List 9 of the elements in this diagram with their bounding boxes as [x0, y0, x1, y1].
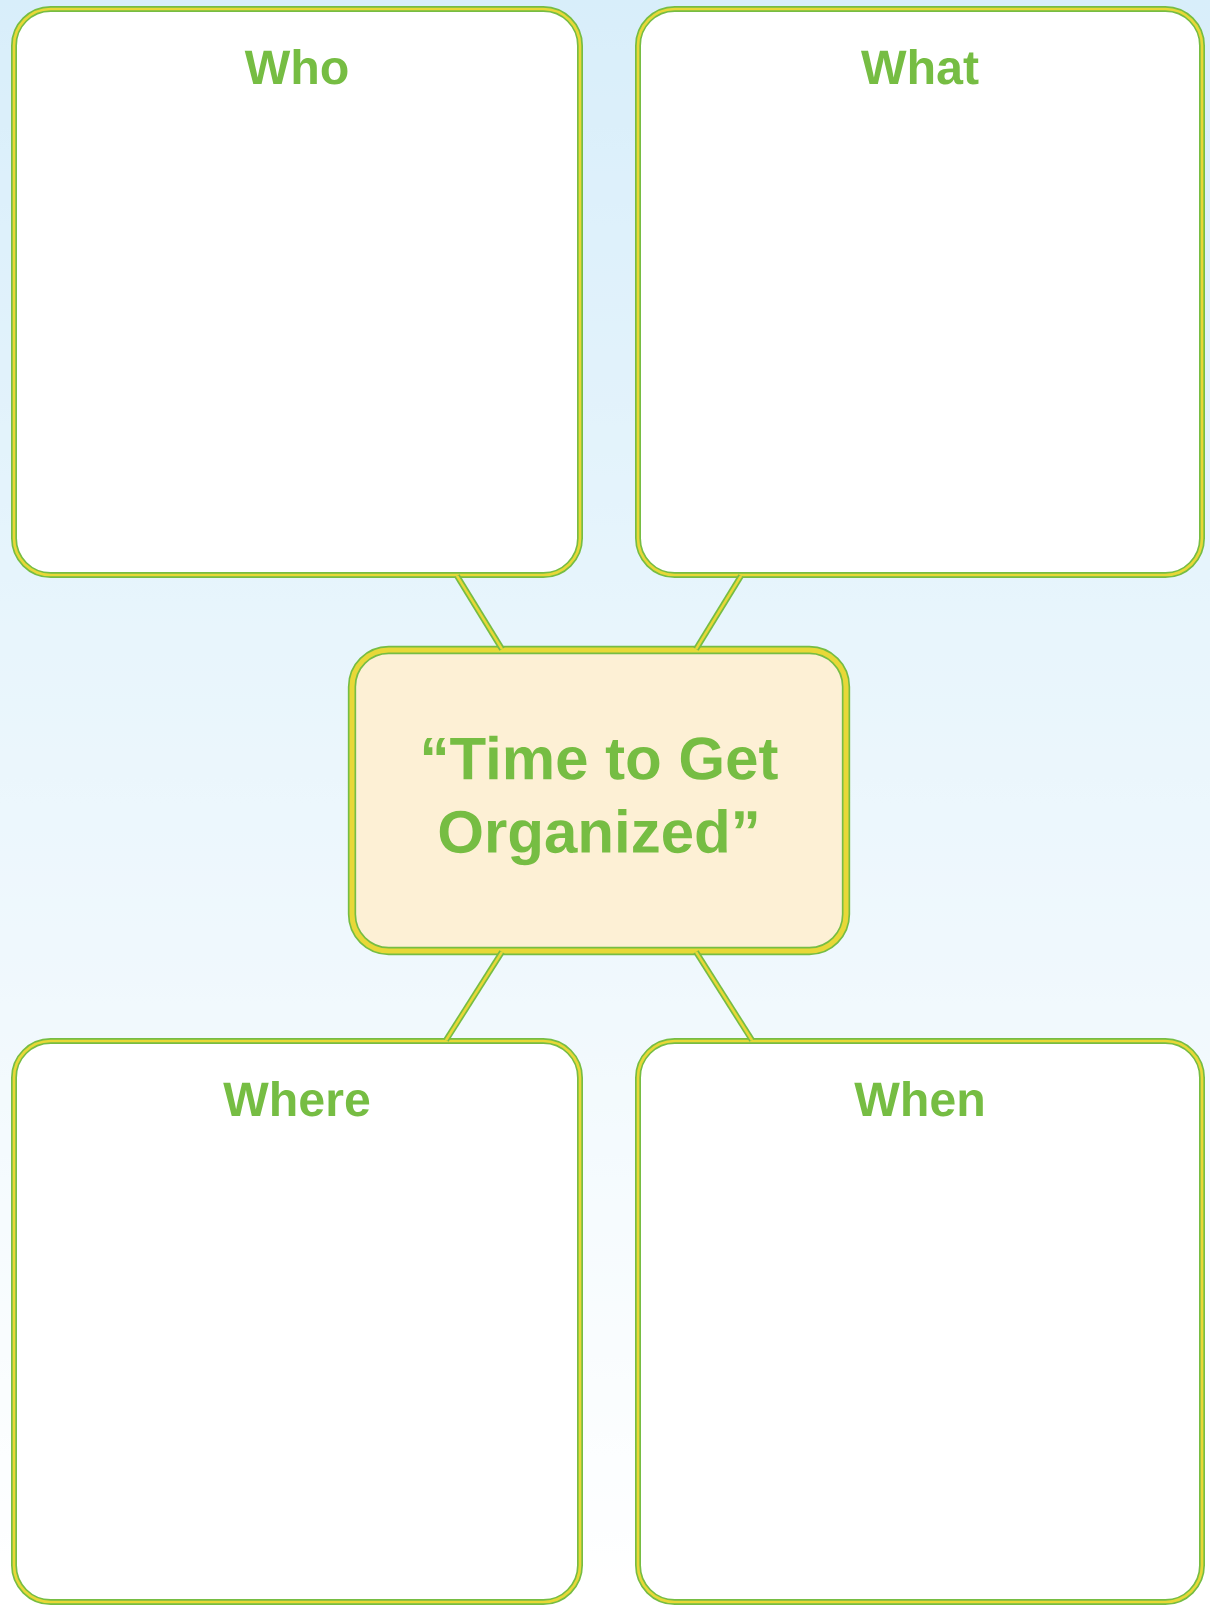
connector-line: [443, 950, 505, 1042]
connector-line: [693, 574, 744, 651]
connector-line: [693, 950, 755, 1042]
title-box: “Time to Get Organized”: [347, 645, 851, 956]
question-box: When: [635, 1038, 1205, 1605]
question-box: What: [635, 6, 1205, 578]
question-box: Where: [11, 1038, 583, 1605]
connector-line: [454, 574, 505, 651]
question-box: Who: [11, 6, 583, 578]
